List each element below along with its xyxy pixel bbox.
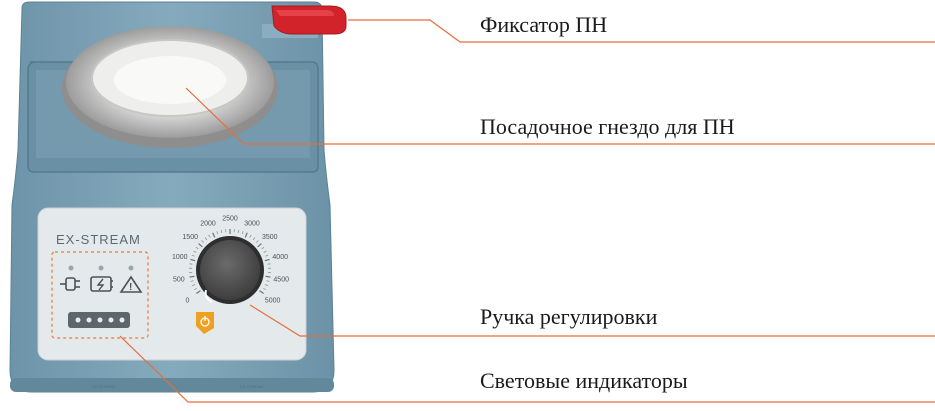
indicator-led: [69, 266, 74, 271]
label-socket: Посадочное гнездо для ПН: [480, 116, 735, 138]
leader-line-latch: [348, 20, 935, 42]
dial-scale-tick: [266, 276, 271, 277]
dial-scale-label: 2000: [200, 220, 216, 227]
dial-scale-label: 0: [185, 297, 189, 304]
dial-scale-label: 5000: [265, 297, 281, 304]
control-panel: [38, 208, 306, 360]
brand-logo: EX-STREAM: [56, 232, 141, 247]
label-knob: Ручка регулировки: [480, 306, 657, 328]
latch[interactable]: [262, 6, 346, 38]
dial-scale-label: 4000: [272, 254, 288, 261]
dial-scale-label: 1000: [172, 254, 188, 261]
label-latch: Фиксатор ПН: [480, 14, 607, 36]
dial-scale-label: 4500: [273, 277, 289, 284]
bottom-mark: EX-STREAM: [240, 384, 263, 389]
bottom-mark: EX-STREAM: [92, 384, 115, 389]
label-indicators: Световые индикаторы: [480, 370, 688, 392]
indicator-led: [129, 266, 134, 271]
dial-scale-label: 3500: [262, 234, 278, 241]
socket: [62, 26, 278, 148]
charge-level-bar: [68, 312, 130, 328]
device-base: [10, 378, 334, 392]
svg-text:!: !: [129, 282, 132, 293]
dial-scale-label: 3000: [244, 220, 260, 227]
indicator-led: [99, 266, 104, 271]
dial-scale-label: 500: [173, 277, 185, 284]
dial-knob[interactable]: [196, 236, 264, 304]
dial-scale-label: 2500: [222, 216, 238, 223]
dial-scale-tick: [190, 276, 195, 277]
dial-scale-label: 1500: [182, 234, 198, 241]
